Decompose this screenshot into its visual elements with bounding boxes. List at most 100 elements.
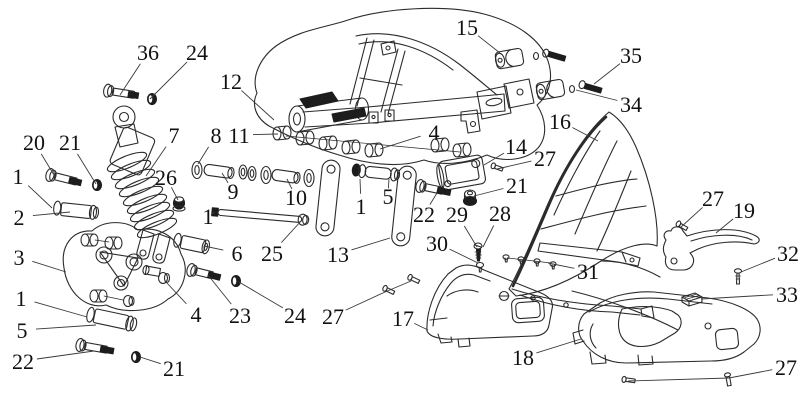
callout-c8: 8	[211, 123, 222, 148]
callout-c27c: 27	[322, 304, 344, 329]
axle-clamp-lower	[535, 78, 566, 101]
side-panel-drawing	[571, 290, 761, 366]
mud-flap-drawing	[662, 226, 760, 271]
leader-c16	[572, 127, 599, 142]
callout-c22a: 22	[413, 202, 435, 227]
callout-c12: 12	[220, 69, 242, 94]
callout-c15: 15	[456, 15, 478, 40]
leader-c22a	[429, 192, 438, 205]
spacer-sleeve-6	[173, 232, 211, 255]
leader-c1c	[210, 211, 216, 215]
leader-lines	[27, 35, 776, 382]
callout-c24a: 24	[186, 40, 208, 65]
leader-c15	[477, 35, 501, 54]
callout-c27d: 27	[775, 355, 797, 380]
leader-c13	[351, 237, 391, 251]
leader-c25	[281, 219, 303, 243]
center-panel-drawing	[426, 264, 554, 348]
callout-c18: 18	[512, 345, 534, 370]
leader-c9	[221, 172, 229, 184]
swingarm-boundary-blob	[253, 7, 552, 165]
clamp-screw-lower	[568, 80, 603, 94]
body-screw-drawing	[473, 242, 483, 262]
fender-rivets-drawing	[502, 254, 557, 270]
bracket-screw-drawing	[490, 162, 504, 172]
callout-c32: 32	[777, 241, 799, 266]
callout-c3: 3	[14, 245, 25, 270]
callout-c27a: 27	[534, 146, 556, 171]
leader-c14	[483, 152, 505, 166]
shock-lower-nut-drawing	[172, 196, 186, 212]
screw-32-drawing	[733, 268, 743, 285]
panel-screws-upper	[382, 273, 421, 295]
leader-c2	[32, 211, 71, 217]
leader-c29	[463, 225, 478, 248]
linkage-axle-drawing	[211, 207, 310, 226]
axle-clamp-upper	[494, 47, 525, 70]
callout-c10: 10	[285, 185, 307, 210]
callout-c23: 23	[229, 303, 251, 328]
callout-c20: 20	[23, 130, 45, 155]
leader-c1b	[359, 178, 362, 194]
leader-c24b	[238, 281, 284, 309]
callout-c31: 31	[577, 259, 599, 284]
leader-c33	[700, 294, 774, 300]
leader-c3	[32, 260, 67, 273]
pivot-bushings-drawing	[272, 125, 472, 158]
leader-c27b	[680, 207, 703, 228]
callout-c21a: 21	[59, 130, 81, 155]
callout-c16: 16	[549, 109, 571, 134]
callout-c24b: 24	[284, 303, 306, 328]
callout-c1d: 1	[16, 286, 27, 311]
callout-c7: 7	[169, 123, 180, 148]
callout-c2: 2	[14, 205, 25, 230]
callout-c17: 17	[392, 306, 414, 331]
leader-c17	[414, 322, 429, 331]
leader-c8	[197, 146, 209, 165]
leader-c27a	[496, 160, 532, 170]
leader-c21c	[139, 356, 161, 365]
leader-c35	[593, 63, 621, 85]
leader-c32	[740, 257, 776, 273]
callout-c25: 25	[261, 241, 283, 266]
leader-c34	[575, 89, 618, 101]
leader-c5a	[387, 178, 390, 189]
linkage-bolt-22a	[415, 179, 452, 196]
callout-c14: 14	[505, 134, 527, 159]
callout-c21b: 21	[506, 173, 528, 198]
callout-c4b: 4	[191, 302, 202, 327]
callout-c28: 28	[489, 201, 511, 226]
callout-c36: 36	[137, 40, 159, 65]
leader-c36	[119, 63, 141, 96]
leader-c11	[252, 133, 279, 136]
washer-pin-row-drawing	[191, 160, 315, 188]
linkage-bolt-23	[186, 263, 222, 281]
leader-c24a	[149, 61, 188, 100]
link-pin-drawing	[351, 163, 401, 182]
leader-c21b	[473, 188, 504, 197]
rear-fender-drawing	[508, 111, 661, 319]
leader-c20	[40, 153, 55, 176]
leader-c10	[286, 178, 293, 190]
leader-c28	[482, 225, 495, 248]
shock-upper-nut-drawing	[146, 92, 158, 106]
callout-c21c: 21	[163, 356, 185, 381]
spacer-tube-lower	[86, 306, 138, 332]
shock-upper-bolt-drawing	[103, 83, 140, 100]
fender-support-beam	[537, 242, 641, 267]
callout-c27b: 27	[702, 186, 724, 211]
leader-c18	[536, 338, 582, 354]
leader-c21a	[77, 153, 97, 185]
leader-c6	[203, 245, 224, 251]
leader-c1a	[27, 185, 53, 209]
leader-c5b	[35, 324, 97, 330]
callout-c6: 6	[232, 241, 243, 266]
leader-c27c	[345, 280, 412, 311]
chain-guide-bracket-drawing	[436, 154, 487, 191]
linkage-rocker-drawing	[80, 233, 171, 308]
leader-c7	[145, 146, 167, 177]
leader-c26	[171, 187, 179, 201]
callout-c4a: 4	[429, 120, 440, 145]
